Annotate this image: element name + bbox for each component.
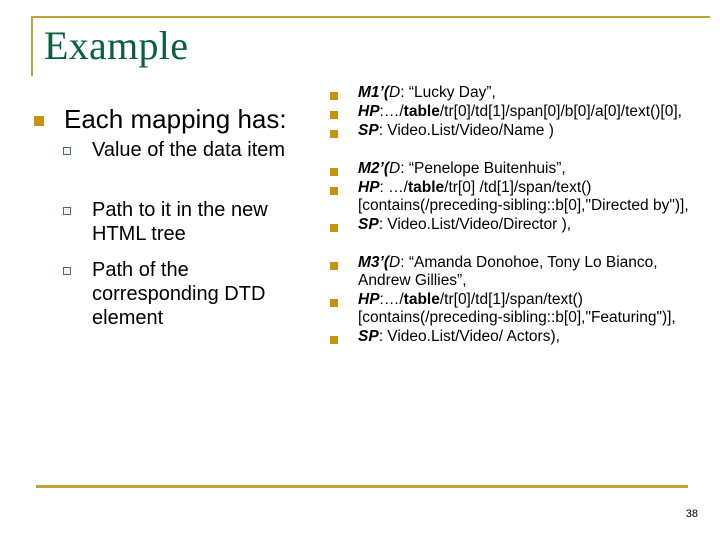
mapping-line-label: SP: Video.List/Video/ Actors), [358, 328, 560, 345]
text-run: :…/ [379, 291, 404, 308]
mapping-block: M3’(D: “Amanda Donohoe, Tony Lo Bianco, … [326, 254, 698, 346]
hollow-square-bullet-icon [63, 207, 71, 215]
square-bullet-icon [330, 111, 338, 119]
list-item-label: Value of the data item [92, 139, 286, 161]
square-bullet-icon [330, 130, 338, 138]
list-item-label: Path to it in the new HTML tree [92, 199, 268, 245]
list-item: Path of the corresponding DTD element [30, 258, 320, 330]
text-run: SP [358, 328, 379, 345]
square-bullet-icon [330, 336, 338, 344]
text-run: : …/ [379, 179, 408, 196]
text-run: : “Penelope Buitenhuis”, [400, 160, 566, 177]
square-bullet-icon [330, 299, 338, 307]
text-run: M1 [358, 84, 380, 101]
list-item: Path to it in the new HTML tree [30, 198, 320, 254]
mapping-line: M3’(D: “Amanda Donohoe, Tony Lo Bianco, … [326, 254, 698, 290]
mapping-line-label: SP: Video.List/Video/Name ) [358, 122, 554, 139]
right-content-column: M1’(D: “Lucky Day”,HP:…/table/tr[0]/td[1… [326, 84, 698, 366]
bottom-accent-rule [36, 485, 688, 488]
mapping-line: HP:…/table/tr[0]/td[1]/span/text()[conta… [326, 291, 698, 327]
page-number: 38 [685, 508, 698, 520]
top-accent-rule [31, 16, 710, 18]
text-run: :…/ [379, 103, 404, 120]
text-run: : Video.List/Video/Director ), [378, 216, 572, 233]
mapping-line-label: M2’(D: “Penelope Buitenhuis”, [358, 160, 566, 177]
text-run: : “Lucky Day”, [400, 84, 496, 101]
text-run: /tr[0]/td[1]/span/text()[contains(/prece… [358, 291, 676, 326]
text-run: table [403, 291, 440, 308]
text-run: D [389, 160, 401, 177]
square-bullet-icon [330, 168, 338, 176]
mapping-line-label: HP: …/table/tr[0] /td[1]/span/text()[con… [358, 179, 689, 214]
left-heading-item: Each mapping has: [30, 104, 320, 134]
text-run: SP [358, 122, 379, 139]
text-run: table [407, 179, 445, 196]
mapping-line: HP: …/table/tr[0] /td[1]/span/text()[con… [326, 179, 698, 215]
page-title: Example [44, 23, 189, 68]
mapping-line: SP: Video.List/Video/ Actors), [326, 328, 698, 346]
mapping-block: M2’(D: “Penelope Buitenhuis”, HP: …/table… [326, 160, 698, 234]
square-bullet-icon [330, 224, 338, 232]
text-run: : Video.List/Video/Name ) [378, 122, 554, 139]
mapping-line-label: M3’(D: “Amanda Donohoe, Tony Lo Bianco, … [358, 254, 658, 289]
text-run: M2 [358, 160, 380, 177]
left-accent-rule [31, 16, 33, 76]
mapping-block: M1’(D: “Lucky Day”, HP:…/table/tr[0]/td[1… [326, 84, 698, 140]
text-run: HP [358, 103, 380, 120]
text-run: D [389, 84, 401, 101]
list-item: Value of the data item [30, 138, 320, 194]
mapping-line-label: HP:…/table/tr[0]/td[1]/span/text()[conta… [358, 291, 676, 326]
mapping-line: M2’(D: “Penelope Buitenhuis”, [326, 160, 698, 178]
text-run: : “Amanda Donohoe, Tony Lo Bianco, Andre… [358, 254, 658, 289]
square-bullet-icon [330, 92, 338, 100]
text-run: /tr[0]/td[1]/span[0]/b[0]/a[0]/text()[0]… [439, 103, 682, 120]
text-run: HP [358, 179, 380, 196]
text-run: table [403, 103, 440, 120]
mapping-line: SP: Video.List/Video/Director ), [326, 216, 698, 234]
mapping-line-label: SP: Video.List/Video/Director ), [358, 216, 571, 233]
text-run: : Video.List/Video/ Actors), [378, 328, 560, 345]
square-bullet-icon [330, 187, 338, 195]
hollow-square-bullet-icon [63, 267, 71, 275]
left-heading-label: Each mapping has: [64, 104, 287, 134]
text-run: M3 [358, 254, 380, 271]
mapping-line-label: HP:…/table/tr[0]/td[1]/span[0]/b[0]/a[0]… [358, 103, 682, 120]
text-run: /tr[0] /td[1]/span/text()[contains(/prec… [358, 179, 689, 214]
text-run: D [389, 254, 401, 271]
square-bullet-icon [34, 116, 44, 126]
list-item-label: Path of the corresponding DTD element [92, 259, 266, 329]
hollow-square-bullet-icon [63, 147, 71, 155]
mapping-line: SP: Video.List/Video/Name ) [326, 122, 698, 140]
text-run: ’( [379, 160, 390, 177]
text-run: SP [358, 216, 379, 233]
left-content-column: Each mapping has: Value of the data item… [30, 104, 320, 330]
text-run: HP [358, 291, 380, 308]
text-run: ’( [379, 254, 390, 271]
mapping-line-label: M1’(D: “Lucky Day”, [358, 84, 496, 101]
mapping-line: HP:…/table/tr[0]/td[1]/span[0]/b[0]/a[0]… [326, 103, 698, 121]
mapping-line: M1’(D: “Lucky Day”, [326, 84, 698, 102]
left-sub-item-list: Value of the data item Path to it in the… [30, 138, 320, 330]
square-bullet-icon [330, 262, 338, 270]
text-run: ’( [379, 84, 390, 101]
